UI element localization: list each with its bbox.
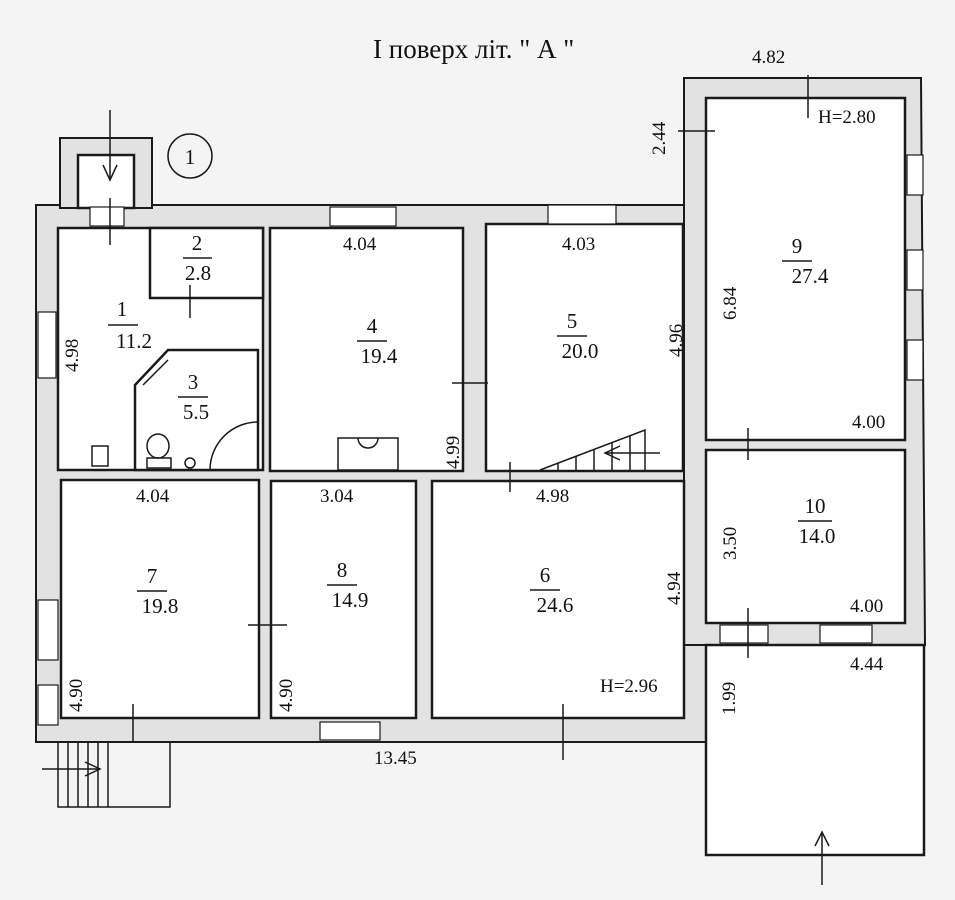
svg-text:6: 6 — [540, 563, 551, 587]
boiler-icon — [91, 445, 109, 467]
dim-4-82: 4.82 — [752, 47, 785, 68]
dim-4-04-top: 4.04 — [343, 234, 377, 255]
dim-4-44: 4.44 — [850, 654, 884, 675]
dim-4-90-b: 4.90 — [276, 679, 297, 712]
svg-text:2: 2 — [192, 231, 203, 255]
room-label-6: 6 24.6 — [530, 563, 573, 617]
svg-text:7: 7 — [147, 564, 158, 588]
svg-text:14.9: 14.9 — [332, 588, 369, 612]
svg-text:24.6: 24.6 — [537, 593, 574, 617]
veranda — [704, 643, 926, 857]
dim-13-45: 13.45 — [374, 748, 417, 769]
room-labels: 1 11.2 2 2.8 3 5.5 4 19.4 5 20.0 6 24.6 — [108, 231, 835, 618]
dim-3-50: 3.50 — [720, 527, 741, 560]
room-7 — [59, 478, 261, 720]
dim-h-2-80: H=2.80 — [818, 107, 876, 128]
dim-2-44: 2.44 — [649, 121, 670, 155]
dim-4-03: 4.03 — [562, 234, 595, 255]
room-9 — [704, 96, 907, 442]
sheet-marker: 1 — [167, 133, 213, 179]
dim-4-98-left: 4.98 — [62, 339, 83, 372]
drain-icon — [184, 457, 196, 469]
room-label-4: 4 19.4 — [357, 314, 398, 368]
room-label-2: 2 2.8 — [183, 231, 212, 285]
room-label-5: 5 20.0 — [557, 309, 598, 363]
room-10 — [704, 448, 907, 625]
room-label-3: 3 5.5 — [178, 370, 209, 424]
room-2-storage — [148, 226, 265, 300]
fixtures — [91, 433, 399, 471]
internal-stair — [539, 428, 646, 471]
svg-text:27.4: 27.4 — [792, 264, 829, 288]
dim-4-90-a: 4.90 — [66, 679, 87, 712]
room-label-7: 7 19.8 — [137, 564, 178, 618]
dim-4-96: 4.96 — [666, 324, 687, 357]
dim-4-04-mid: 4.04 — [136, 486, 170, 507]
svg-text:2.8: 2.8 — [185, 261, 211, 285]
dim-4-00-a: 4.00 — [852, 412, 885, 433]
svg-text:4: 4 — [367, 314, 378, 338]
room-4 — [268, 226, 465, 473]
plan-title: I поверх літ. " А " — [373, 34, 574, 64]
dim-6-84: 6.84 — [720, 286, 741, 320]
svg-text:19.4: 19.4 — [361, 344, 398, 368]
sheet-marker-number: 1 — [185, 145, 196, 169]
svg-text:20.0: 20.0 — [562, 339, 599, 363]
dim-4-94: 4.94 — [664, 571, 685, 605]
windows — [37, 154, 924, 741]
dim-3-04: 3.04 — [320, 486, 354, 507]
entry-arrows — [42, 110, 830, 885]
room-label-8: 8 14.9 — [327, 558, 368, 612]
room-5 — [484, 222, 685, 473]
svg-text:5.5: 5.5 — [183, 400, 209, 424]
svg-text:11.2: 11.2 — [116, 329, 152, 353]
svg-text:9: 9 — [792, 234, 803, 258]
svg-text:19.8: 19.8 — [142, 594, 179, 618]
room-label-1: 1 11.2 — [108, 297, 152, 353]
svg-text:10: 10 — [805, 494, 826, 518]
dim-4-99: 4.99 — [443, 436, 464, 469]
svg-text:5: 5 — [567, 309, 578, 333]
room-label-9: 9 27.4 — [782, 234, 829, 288]
entry-stairs — [57, 741, 171, 808]
svg-text:1: 1 — [117, 297, 128, 321]
dim-h-2-96: H=2.96 — [600, 676, 658, 697]
svg-text:14.0: 14.0 — [799, 524, 836, 548]
dim-4-00-b: 4.00 — [850, 596, 883, 617]
sink-icon — [337, 437, 399, 471]
dim-1-99: 1.99 — [719, 682, 740, 715]
dimension-labels: 4.82 2.44 H=2.80 4.04 4.03 4.98 4.96 6.8… — [62, 47, 885, 769]
dim-4-98-mid: 4.98 — [536, 486, 569, 507]
svg-text:3: 3 — [188, 370, 199, 394]
room-6 — [430, 479, 686, 720]
room-8 — [269, 479, 418, 720]
door-ticks — [109, 75, 809, 760]
room-label-10: 10 14.0 — [798, 494, 835, 548]
room-3-bathroom — [133, 348, 260, 472]
svg-text:8: 8 — [337, 558, 348, 582]
